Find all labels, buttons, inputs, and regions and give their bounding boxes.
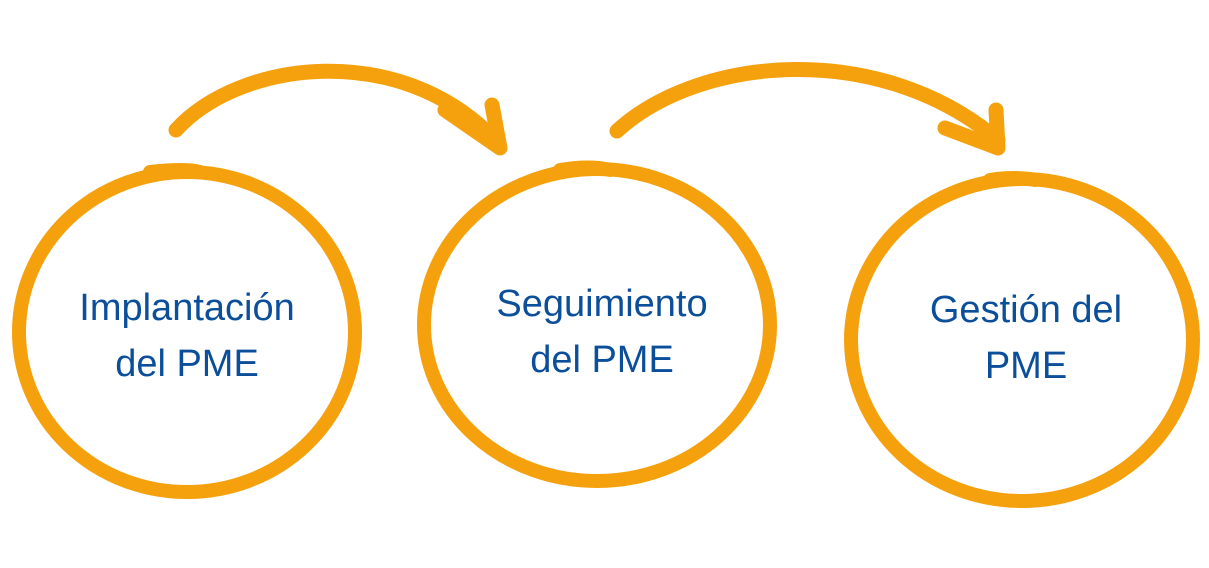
step-label-1-line1: Implantación: [79, 287, 295, 329]
step-label-2: Seguimiento del PME: [452, 276, 752, 388]
step-label-1: Implantación del PME: [37, 280, 337, 392]
curved-arrow-icon: [168, 63, 508, 156]
step-label-2-line2: del PME: [530, 339, 674, 381]
step-circle-1: [12, 163, 362, 499]
step-label-2-line1: Seguimiento: [496, 283, 708, 325]
step-circle-2: [417, 160, 777, 488]
step-label-1-line2: del PME: [115, 343, 259, 385]
step-label-3: Gestión del PME: [876, 282, 1176, 394]
step-circle-3: [844, 171, 1200, 508]
step-label-3-line2: PME: [984, 345, 1068, 387]
curved-arrow-icon: [609, 62, 1006, 156]
step-label-3-line1: Gestión del: [929, 289, 1123, 331]
